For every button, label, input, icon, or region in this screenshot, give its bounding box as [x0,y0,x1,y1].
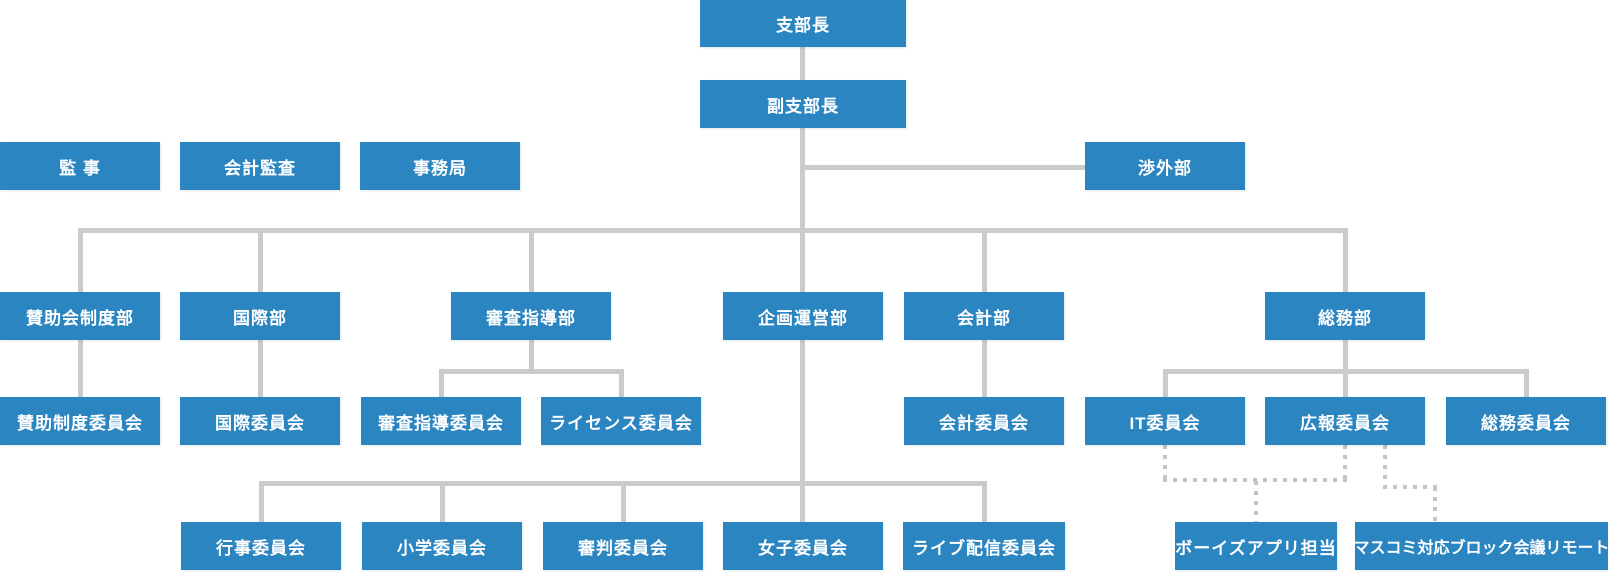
connector-drop-events-committee [259,481,264,522]
connector-drop-support-system-dept [78,228,83,292]
connector-drop-pr-committee [1343,369,1348,397]
dotted-connector-pr-stem [1343,445,1347,481]
connector-drop-live-streaming-committee [982,481,987,522]
connector-drop-general-affairs-committee [1524,369,1529,397]
node-screening-guidance-dept: 審査指導部 [451,292,611,340]
dotted-connector-it-stem [1163,445,1167,481]
node-accounting-dept: 会計部 [904,292,1064,340]
dotted-connector-media-drop [1433,487,1437,522]
connector-drop-general-affairs-dept [1343,228,1348,292]
node-international-committee: 国際委員会 [180,397,340,445]
node-external-affairs-dept: 渉外部 [1085,142,1245,190]
node-screening-guidance-committee: 審査指導委員会 [361,397,521,445]
node-support-system-committee: 賛助制度委員会 [0,397,160,445]
connector-international-committee [258,340,263,397]
node-general-affairs-committee: 総務委員会 [1446,397,1606,445]
node-international-dept: 国際部 [180,292,340,340]
connector-root-deputy [800,47,805,80]
node-accounting-committee: 会計委員会 [904,397,1064,445]
node-boys-app-staff: ボーイズアプリ担当 [1175,522,1337,570]
node-it-committee: IT委員会 [1085,397,1245,445]
node-vice-branch-chief: 副支部長 [700,80,906,128]
connector-drop-international-dept [258,228,263,292]
node-referee-committee: 審判委員会 [543,522,703,570]
connector-drop-screening-guidance-dept [529,228,534,292]
node-media-block-meeting-remote: マスコミ対応ブロック会議リモート [1354,522,1608,570]
dotted-connector-media-stem [1383,445,1387,488]
connector-drop-screening-committee [439,369,444,397]
node-general-affairs-dept: 総務部 [1265,292,1425,340]
connector-departments-rail [78,228,1348,233]
node-live-streaming-committee: ライブ配信委員会 [903,522,1065,570]
connector-general-affairs-elbow-stem [1343,340,1348,371]
node-womens-committee: 女子委員会 [723,522,883,570]
connector-drop-referee-committee [621,481,626,522]
node-secretariat: 事務局 [360,142,520,190]
node-planning-operations-dept: 企画運営部 [723,292,883,340]
connector-drop-accounting-dept [982,228,987,292]
connector-screening-elbow-rail [439,369,624,374]
connector-accounting-committee [982,340,987,397]
dotted-connector-boys-app-rail [1163,478,1347,482]
node-pr-committee: 広報委員会 [1265,397,1425,445]
node-support-system-dept: 賛助会制度部 [0,292,160,340]
connector-support-system-committee [78,340,83,397]
node-license-committee: ライセンス委員会 [541,397,701,445]
node-auditor: 監 事 [0,142,160,190]
connector-drop-it-committee [1163,369,1168,397]
dotted-connector-media-rail [1383,485,1437,489]
node-elementary-committee: 小学委員会 [362,522,522,570]
node-events-committee: 行事委員会 [181,522,341,570]
node-accounting-audit: 会計監査 [180,142,340,190]
dotted-connector-boys-app-drop [1254,481,1258,522]
connector-liaison-branch [803,165,1085,170]
connector-screening-elbow-stem [529,340,534,371]
connector-drop-elementary-committee [440,481,445,522]
connector-drop-license-committee [619,369,624,397]
node-branch-chief: 支部長 [700,0,906,47]
